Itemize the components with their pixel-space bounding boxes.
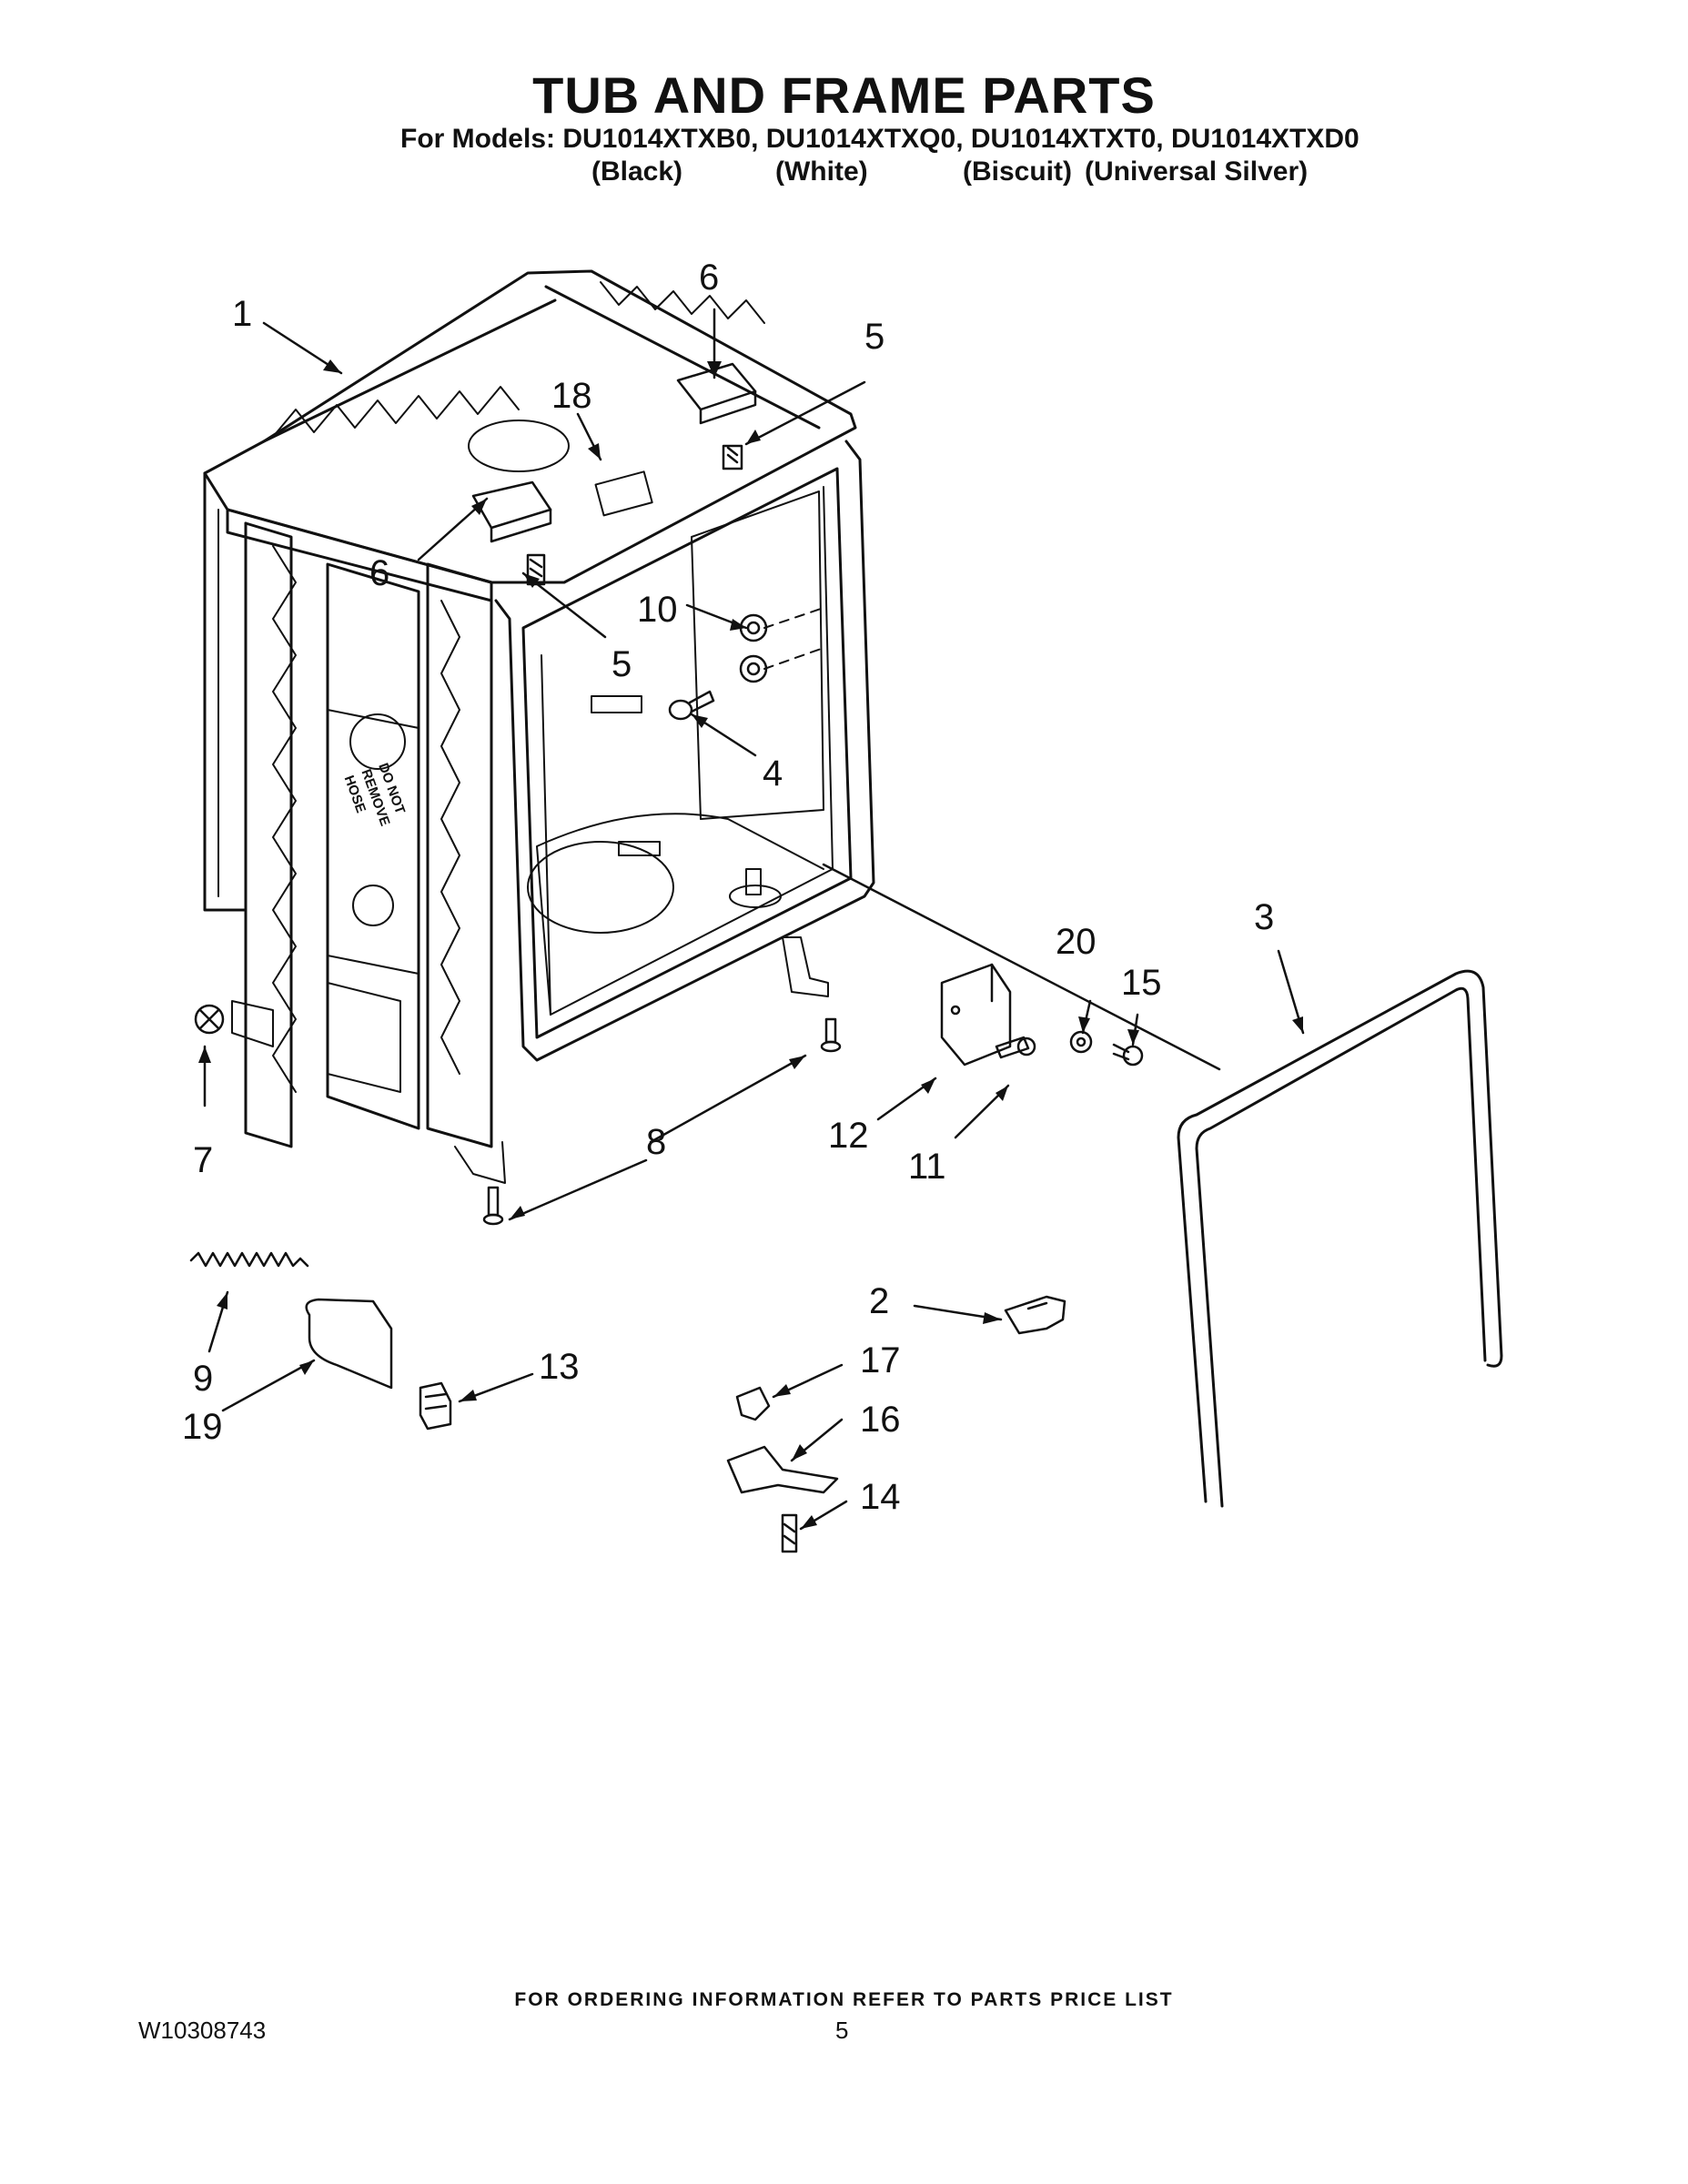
spring-part-9 (189, 1251, 309, 1268)
callout-18: 18 (551, 376, 592, 416)
door-gasket (1177, 969, 1503, 1508)
callout-10: 10 (637, 590, 678, 630)
page-number: 5 (835, 2017, 849, 2044)
callout-14: 14 (860, 1477, 901, 1517)
callout-15: 15 (1121, 963, 1162, 1003)
screw-part-4 (668, 690, 715, 721)
callout-2: 2 (869, 1281, 890, 1321)
callout-1: 1 (232, 294, 253, 334)
tub-frame-assembly (203, 269, 875, 1184)
callout-7: 7 (193, 1140, 214, 1180)
model-list: For Models: DU1014XTXB0, DU1014XTXQ0, DU… (400, 124, 1359, 154)
page-title: TUB AND FRAME PARTS (532, 66, 1156, 124)
callout-19: 19 (182, 1407, 223, 1447)
callout-6-upper: 6 (699, 258, 720, 298)
latch-part-2 (1004, 1295, 1066, 1335)
clip-part-17 (735, 1386, 771, 1421)
color-label-black: (Black) (591, 157, 683, 187)
bracket-part-12 (940, 963, 1012, 1067)
screw-upper (722, 444, 743, 470)
callout-16: 16 (860, 1400, 901, 1440)
color-label-universal-silver: (Universal Silver) (1085, 157, 1309, 187)
nut-part-20 (1069, 1030, 1093, 1054)
screw-part-11 (995, 1036, 1036, 1059)
callout-8: 8 (646, 1122, 667, 1162)
color-label-biscuit: (Biscuit) (963, 157, 1072, 187)
callout-17: 17 (860, 1340, 901, 1380)
callout-9: 9 (193, 1359, 214, 1399)
ordering-info: FOR ORDERING INFORMATION REFER TO PARTS … (514, 1989, 1174, 2010)
grommet-pair (739, 613, 768, 683)
callout-4: 4 (763, 753, 783, 794)
callout-11: 11 (908, 1147, 946, 1187)
screw-part-14 (781, 1513, 798, 1553)
screw-lower (526, 553, 546, 586)
leveling-leg-upper (820, 1017, 842, 1053)
callout-6-lower: 6 (369, 553, 390, 593)
screw-part-15 (1112, 1043, 1144, 1067)
arrow-heads (198, 359, 1303, 1529)
callout-13: 13 (539, 1347, 580, 1387)
callout-12: 12 (828, 1116, 869, 1156)
cover-part-19 (305, 1298, 393, 1390)
leveling-leg-lower (482, 1186, 504, 1226)
bracket-part-16 (726, 1445, 839, 1494)
callout-5-lower: 5 (612, 644, 632, 684)
wheel-part-7 (194, 1004, 225, 1035)
callout-5-upper: 5 (864, 317, 885, 357)
callout-20: 20 (1056, 922, 1097, 962)
clip-part-13 (419, 1381, 452, 1431)
color-label-white: (White) (775, 157, 868, 187)
mounting-bracket-upper (676, 362, 757, 425)
callout-3: 3 (1254, 897, 1275, 937)
mounting-bracket-lower (471, 480, 552, 543)
leader-lines (203, 308, 1305, 1531)
document-number: W10308743 (138, 2017, 267, 2044)
